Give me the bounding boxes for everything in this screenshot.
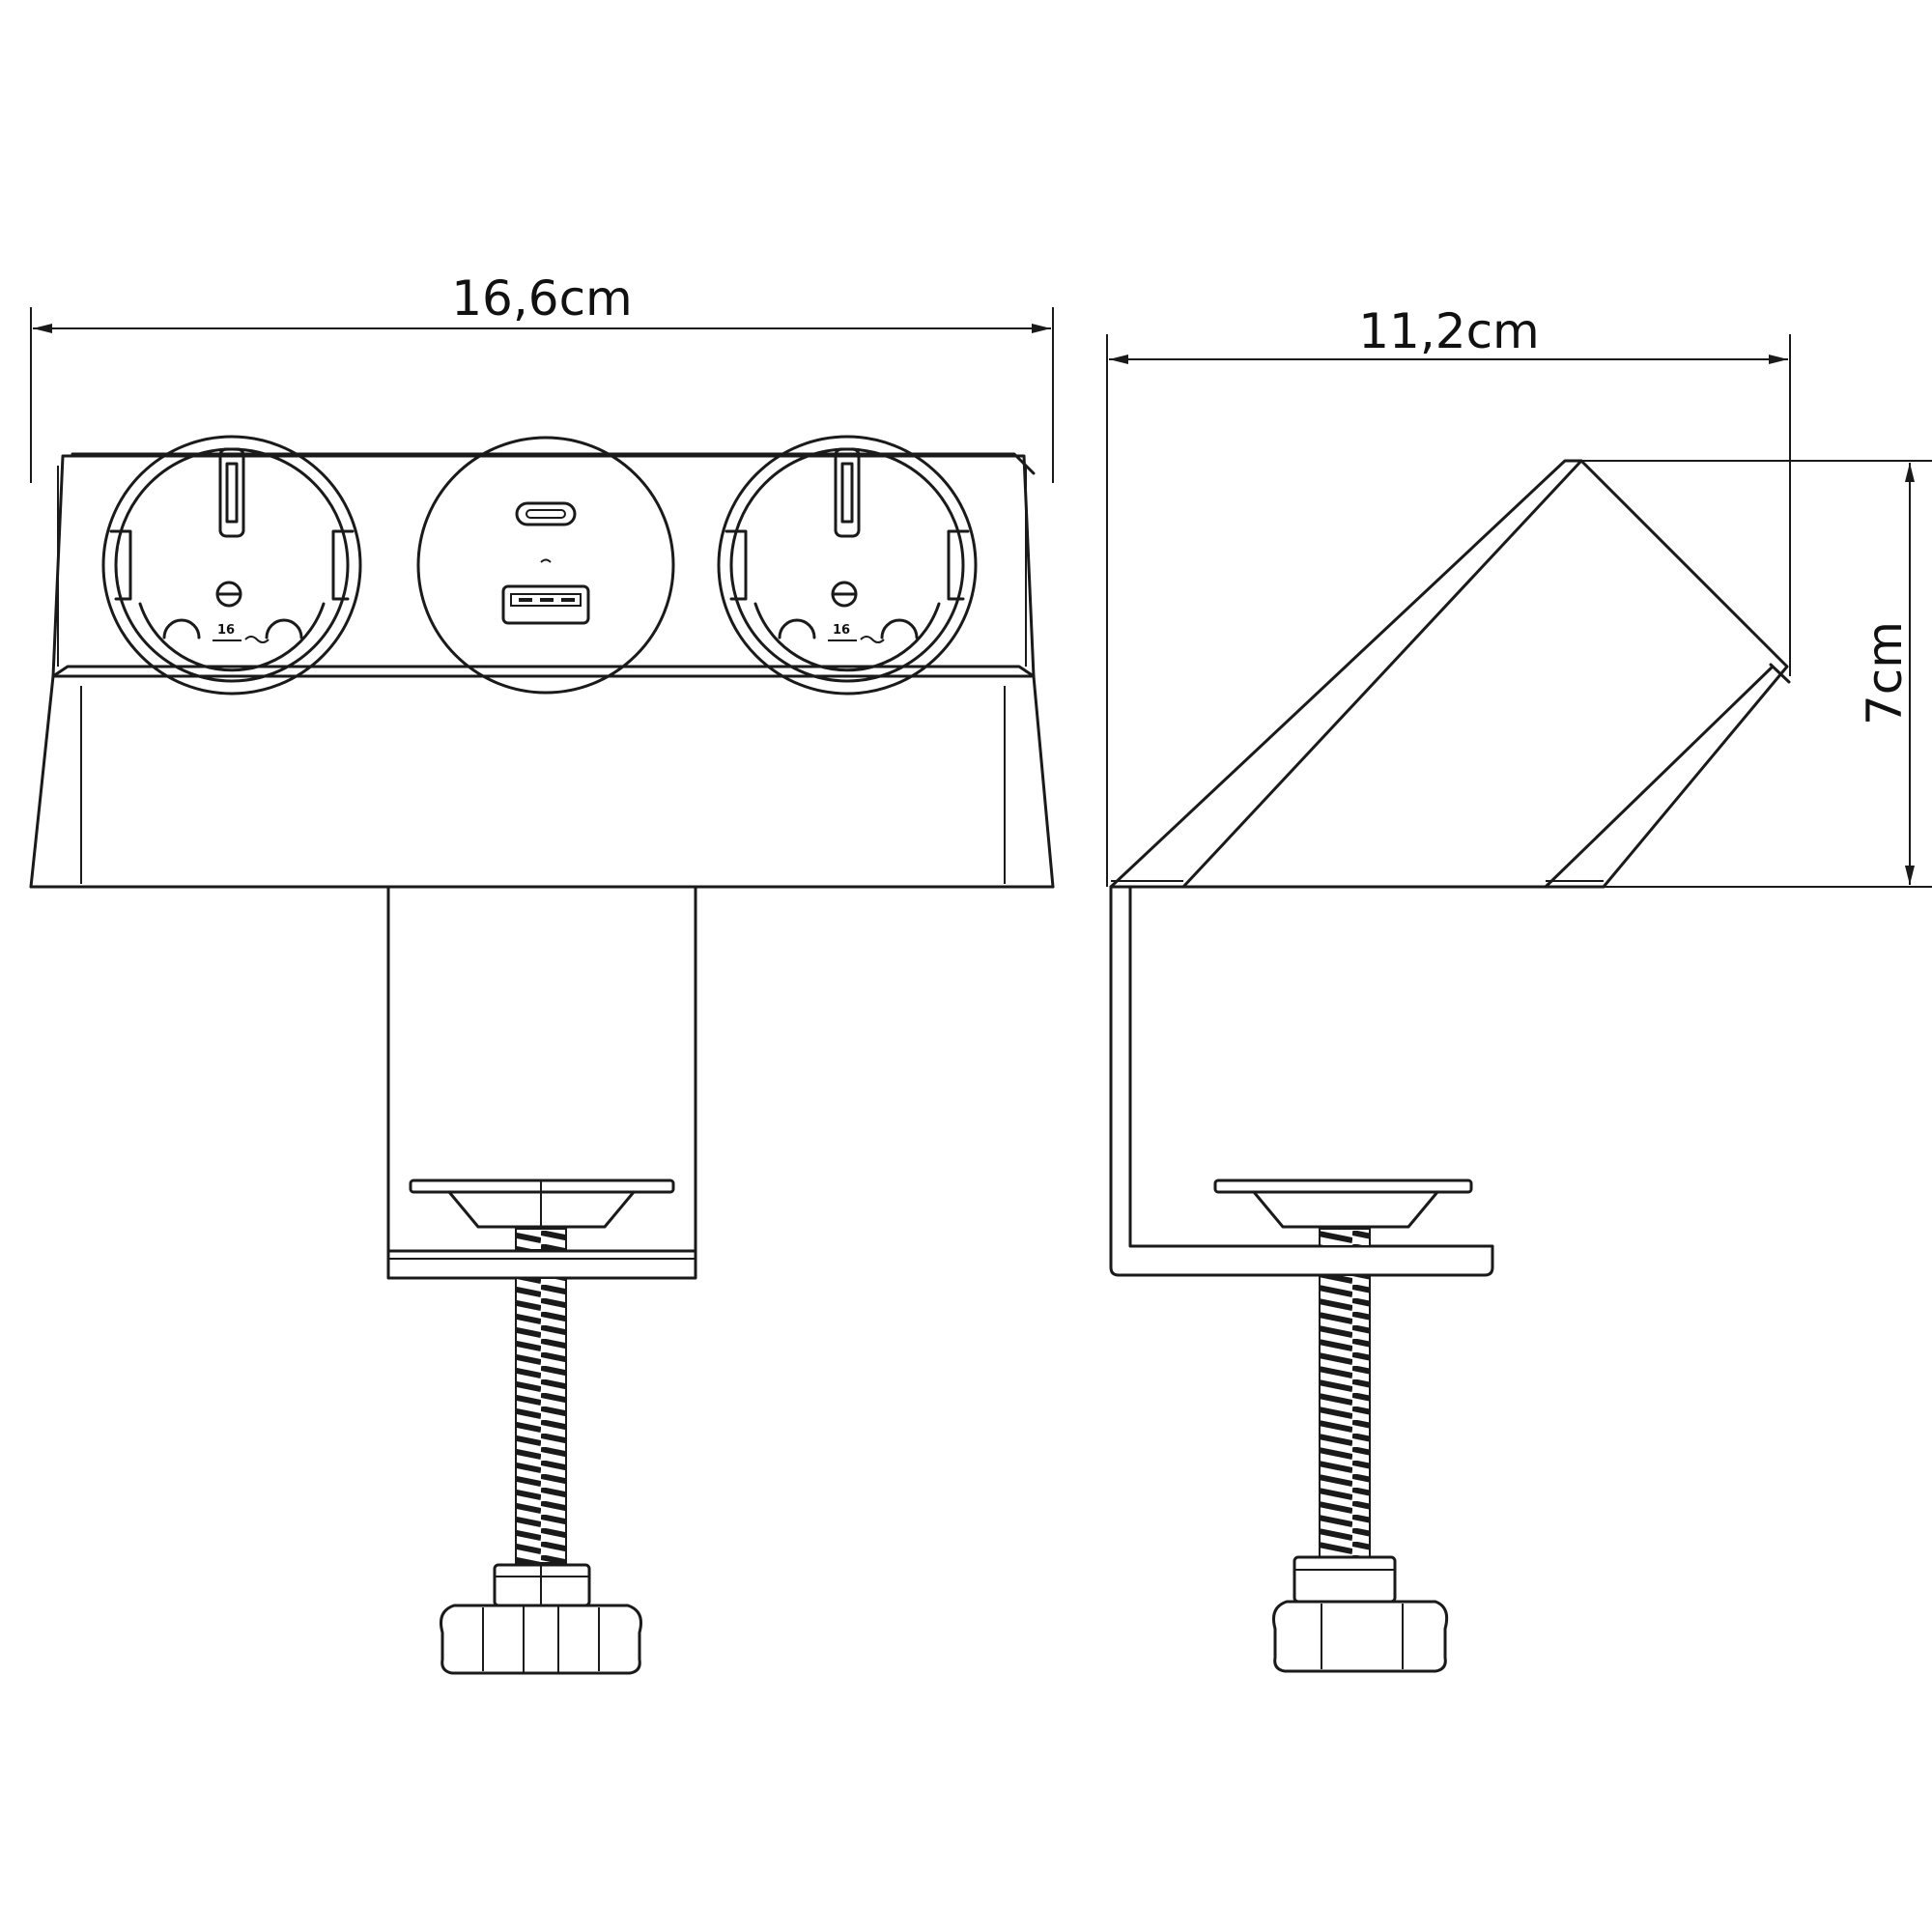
schuko-socket-icon: 16: [101, 435, 362, 696]
front-view: 16,6cm: [29, 270, 1055, 1675]
left-schuko-socket: 16: [101, 435, 362, 696]
front-clamp-knob: [440, 1563, 642, 1675]
usb-a-port-icon: [501, 584, 590, 625]
front-width-label: 16,6cm: [451, 270, 633, 327]
front-pressure-plate: [409, 1179, 675, 1229]
schuko-socket-icon: 16: [717, 435, 978, 696]
usb-c-port-icon: [515, 501, 577, 526]
side-angled-body: [1109, 459, 1791, 889]
socket-rating-text: 16: [833, 623, 850, 638]
side-height-label: 7cm: [1857, 621, 1913, 725]
side-clamp-knob: [1272, 1555, 1449, 1673]
usb-charging-module: [416, 436, 675, 695]
front-width-dimension: 16,6cm: [30, 270, 1054, 483]
right-schuko-socket: 16: [717, 435, 978, 696]
side-threaded-screw: [1319, 1228, 1371, 1558]
side-depth-dimension: 11,2cm: [1106, 303, 1791, 887]
side-clamp-bracket: [1109, 885, 1494, 1277]
socket-rating-text: 16: [217, 623, 235, 638]
front-housing: [29, 452, 1055, 889]
side-depth-label: 11,2cm: [1358, 303, 1540, 359]
side-height-dimension: 7cm: [1567, 460, 1932, 888]
side-view: 11,2cm 7cm: [1106, 303, 1932, 1673]
front-threaded-screw: [515, 1228, 567, 1564]
side-pressure-plate: [1213, 1179, 1473, 1229]
